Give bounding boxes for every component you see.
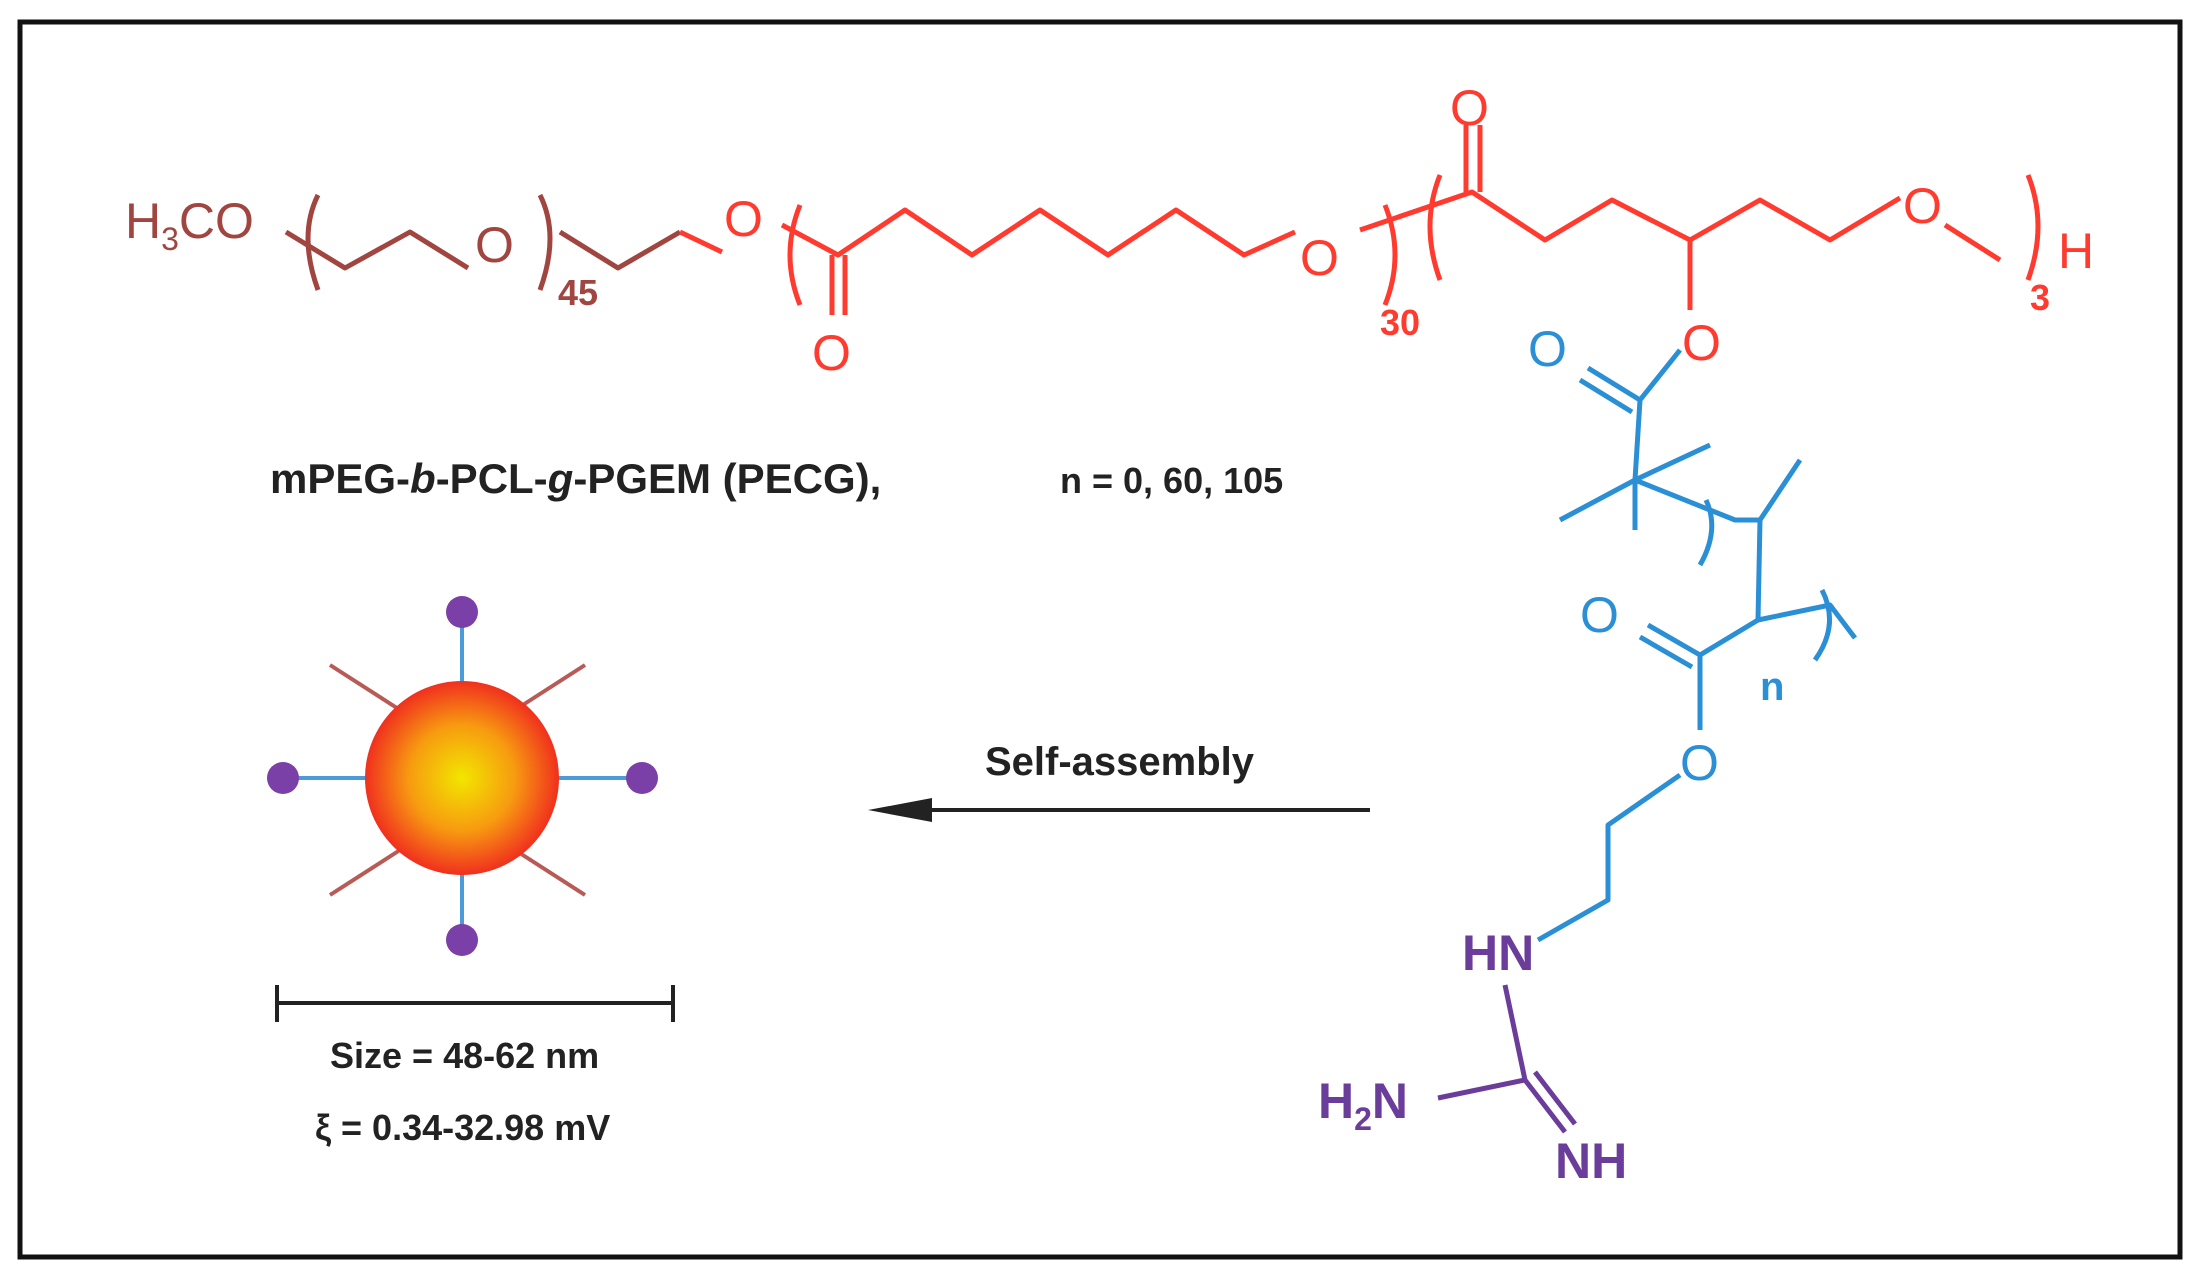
arrow-label: Self-assembly bbox=[985, 740, 1255, 784]
micelle-peg-arms bbox=[328, 663, 587, 897]
guanidine-amine-bond bbox=[1437, 1077, 1526, 1101]
pgem-bracket-1 bbox=[1697, 498, 1715, 567]
micelle-scale-bar bbox=[275, 985, 675, 1022]
pcl-ester-oxygen: O bbox=[1300, 230, 1339, 286]
pgem-repeat-n: n bbox=[1760, 665, 1784, 709]
graft-repeat-count: 3 bbox=[2030, 277, 2050, 318]
methoxy-group: H3CO bbox=[125, 193, 254, 257]
graft-carbonyl-oxygen: O bbox=[1450, 80, 1489, 136]
polymer-n-values: n = 0, 60, 105 bbox=[1060, 460, 1283, 501]
pcl-carbonyl-bond bbox=[829, 255, 848, 315]
imine-nh-label: NH bbox=[1555, 1133, 1627, 1189]
pcl-block: O O O 30 bbox=[678, 191, 1420, 381]
amine-hn-label: HN bbox=[1462, 925, 1534, 981]
peg-oxygen: O bbox=[475, 217, 514, 273]
amine-h2n-label: H2N bbox=[1318, 1073, 1408, 1137]
peg-block: H3CO O 45 bbox=[125, 193, 682, 313]
graft-carbonyl-bond bbox=[1463, 125, 1483, 192]
peg-bond-1 bbox=[284, 229, 470, 271]
arrow-head bbox=[868, 798, 932, 822]
pgem-carbonyl-oxygen-2: O bbox=[1580, 587, 1619, 643]
graft-end-bond bbox=[1943, 222, 2002, 263]
graft-chain-oxygen: O bbox=[1903, 178, 1942, 234]
peg-repeat-count: 45 bbox=[558, 272, 598, 313]
pgem-carbonyl-oxygen-1: O bbox=[1528, 321, 1567, 377]
graft-unit: O O 3 H O bbox=[1359, 80, 2094, 371]
micelle-core bbox=[365, 681, 559, 875]
polymer-name: mPEG-b-PCL-g-PGEM (PECG), bbox=[270, 455, 881, 502]
guanidine-central-bond bbox=[1502, 984, 1528, 1081]
pcl-bracket-left bbox=[787, 204, 803, 306]
micelle-guanidine-tips bbox=[267, 596, 658, 956]
graft-ester-oxygen: O bbox=[1682, 315, 1721, 371]
pgem-side-chain: O n O O bbox=[1528, 321, 1857, 943]
peg-bracket-right bbox=[537, 193, 553, 291]
figure-border bbox=[17, 19, 2183, 1260]
graft-backbone bbox=[1359, 189, 1902, 243]
pgem-ethylene-linker bbox=[1536, 772, 1682, 943]
pcl-bracket-right bbox=[1382, 204, 1398, 306]
pcl-linker-oxygen: O bbox=[724, 191, 763, 247]
pgem-carbonyl-bond-1 bbox=[1578, 365, 1642, 415]
pgem-bracket-2 bbox=[1812, 588, 1833, 662]
micelle-zeta-potential: ξ = 0.34-32.98 mV bbox=[315, 1107, 610, 1148]
guanidine-imine-bond bbox=[1523, 1070, 1577, 1134]
micelle-size: Size = 48-62 nm bbox=[330, 1035, 599, 1076]
pgem-ester-oxygen: O bbox=[1680, 735, 1719, 791]
graft-bracket-right bbox=[2025, 174, 2041, 281]
micelle: Size = 48-62 nm ξ = 0.34-32.98 mV bbox=[267, 596, 675, 1148]
self-assembly-arrow: Self-assembly bbox=[868, 740, 1370, 822]
peg-bond-2 bbox=[558, 229, 682, 271]
chain-end-hydrogen: H bbox=[2058, 223, 2094, 279]
pcl-carbonyl-oxygen: O bbox=[812, 325, 851, 381]
graft-bracket-left bbox=[1427, 174, 1443, 281]
peg-bracket-left bbox=[305, 193, 321, 291]
pgem-backbone bbox=[1634, 458, 1803, 621]
pcl-repeat-count: 30 bbox=[1380, 302, 1420, 343]
guanidine-group: HN H2N NH bbox=[1318, 925, 1627, 1189]
pcl-backbone bbox=[780, 207, 1297, 258]
pcl-linker-bond bbox=[678, 229, 724, 255]
